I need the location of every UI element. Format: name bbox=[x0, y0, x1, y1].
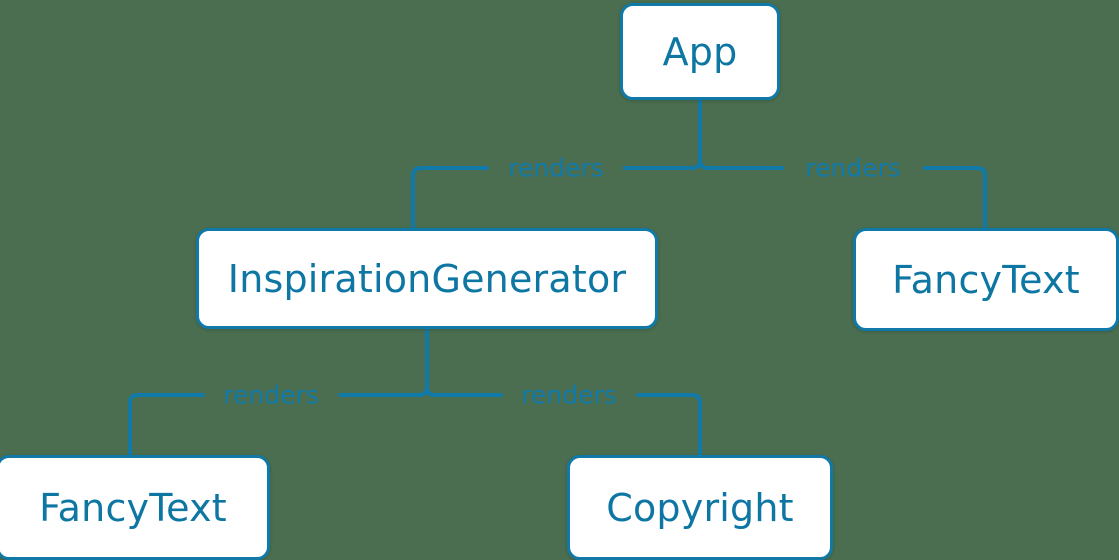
node-copyright-label: Copyright bbox=[606, 485, 794, 530]
node-app-label: App bbox=[662, 29, 738, 74]
edge-app-inspgen-2 bbox=[411, 166, 489, 230]
edge-inspgen-trunk bbox=[417, 327, 429, 397]
edge-inspgen-fancyleft-2 bbox=[128, 393, 205, 457]
edge-label-app-inspirationgenerator: renders bbox=[499, 155, 613, 181]
node-fancytext-left[interactable]: FancyText bbox=[0, 455, 270, 560]
node-fancytext-right-label: FancyText bbox=[892, 257, 1080, 302]
edge-inspgen-copyright-2 bbox=[636, 393, 702, 457]
node-fancytext-right[interactable]: FancyText bbox=[853, 228, 1119, 331]
node-inspirationgenerator[interactable]: InspirationGenerator bbox=[196, 228, 658, 329]
node-app[interactable]: App bbox=[620, 3, 780, 100]
node-copyright[interactable]: Copyright bbox=[567, 455, 833, 560]
edge-label-app-fancytext: renders bbox=[796, 155, 910, 181]
edge-label-inspirationgenerator-fancytext: renders bbox=[214, 382, 328, 408]
edge-app-trunk bbox=[690, 98, 702, 170]
edge-label-inspirationgenerator-copyright: renders bbox=[512, 382, 626, 408]
node-inspirationgenerator-label: InspirationGenerator bbox=[227, 256, 627, 301]
edge-app-fancyright-2 bbox=[923, 166, 987, 230]
node-fancytext-left-label: FancyText bbox=[39, 485, 227, 530]
